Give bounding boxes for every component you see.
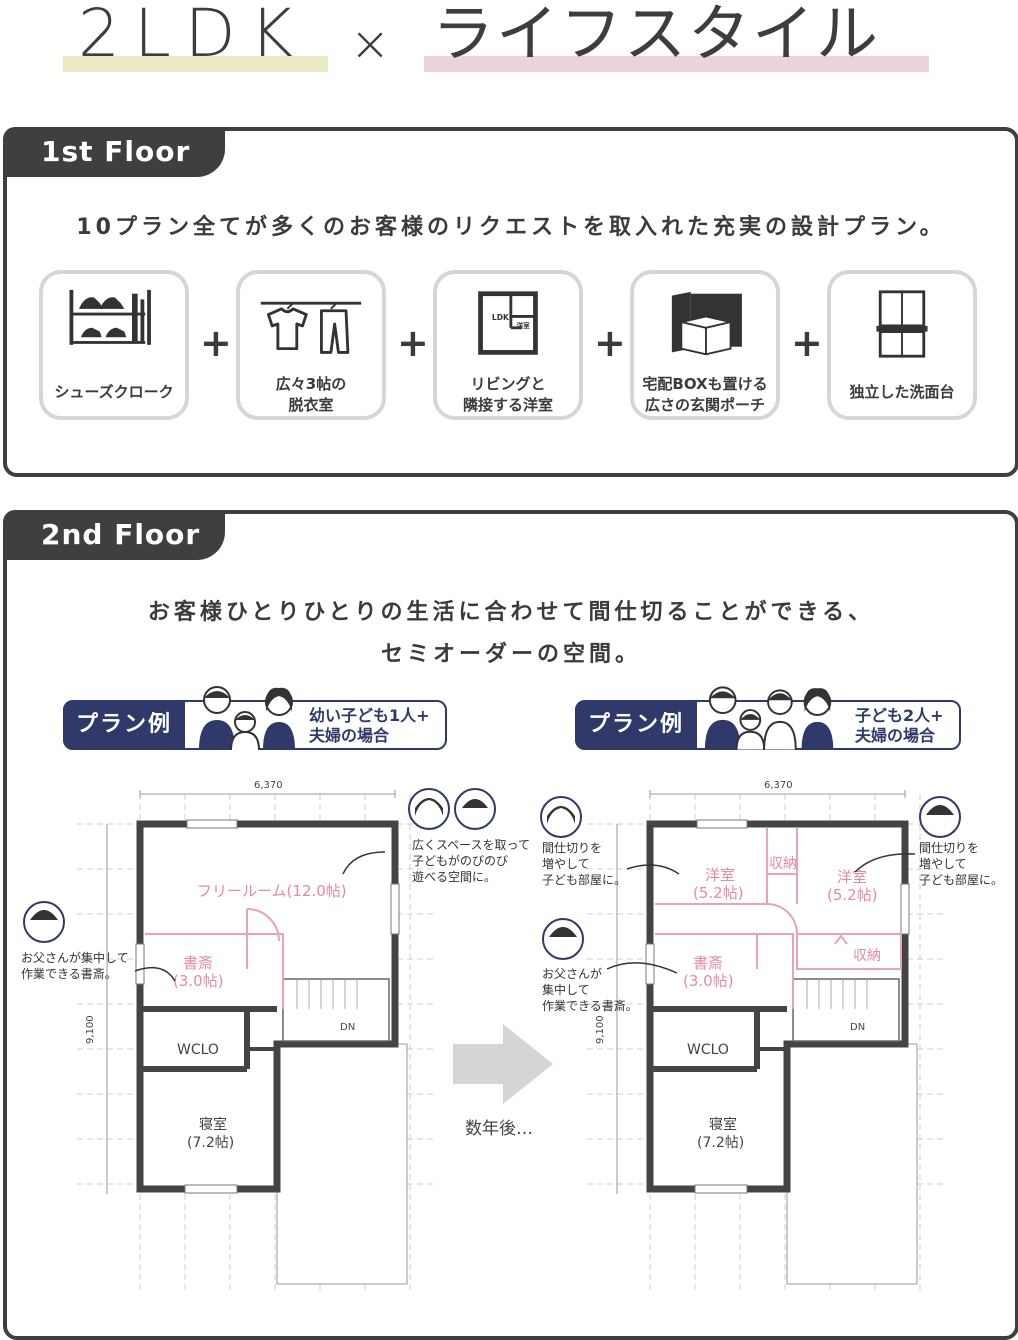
room-bed-size: (7.2帖) [697, 1135, 744, 1151]
plus-sign: + [200, 321, 232, 365]
note-father-study-right: お父さんが 集中して 作業できる書斎。 [542, 967, 638, 1013]
plan-badge-left: プラン例 幼い子ども1人+ 夫婦の場合 [63, 686, 447, 750]
plus-sign: + [791, 321, 823, 365]
room-wclo: WCLO [177, 1042, 219, 1058]
room-bed-size: (7.2帖) [187, 1135, 234, 1151]
room-western-1: 洋室 [705, 866, 735, 884]
room-study: 書斎 [183, 954, 213, 972]
room-storage-2: 収納 [853, 948, 881, 964]
floorplan-left: 6,370 9,100 DN フリールーム(12.0帖) 書斎 (3.0帖) W… [77, 780, 437, 1294]
feature-adjacent-room: LDK 洋室 リビングと 隣接する洋室 [433, 270, 583, 420]
room-free: フリールーム(12.0帖) [197, 882, 347, 900]
room-bed: 寝室 [709, 1116, 737, 1133]
title-lifestyle: ライフスタイル [432, 0, 881, 70]
room-wclo: WCLO [687, 1042, 729, 1058]
icon-text-ldk: LDK [492, 313, 510, 322]
floorplan-right: 6,370 9,100 DN 洋室 (5.2帖) 収納 洋室 (5.2帖) [587, 780, 947, 1294]
plan-caption-line2: 夫婦の場合 [309, 726, 390, 745]
note-kids-room-left: 間仕切りを 増やして 子ども部屋に。 [542, 841, 627, 887]
stairs-dn-label: DN [850, 1022, 865, 1033]
title-cross: × [350, 16, 391, 72]
vanity-icon [876, 290, 928, 358]
plan-caption-line2: 夫婦の場合 [855, 726, 936, 745]
title-highlight-left [63, 56, 328, 72]
girl-face-icon [540, 796, 582, 838]
feature-entrance-porch: 宅配BOXも置ける 広さの玄関ポーチ [630, 270, 780, 420]
feature-label: 脱衣室 [288, 396, 334, 414]
right-arrow-icon [453, 1024, 553, 1104]
family-three-icon [199, 686, 295, 750]
note-father-study: お父さんが集中して 作業できる書斎。 [21, 951, 129, 981]
feature-label: 隣接する洋室 [462, 396, 553, 414]
laundry-icon [260, 301, 362, 354]
dimension-width: 6,370 [254, 780, 283, 791]
kids-faces-icon [408, 788, 496, 830]
second-floor-tab: 2nd Floor [3, 510, 225, 560]
family-four-icon [704, 686, 834, 750]
father-face-icon [542, 918, 584, 960]
room-western-2-size: (5.2帖) [827, 886, 878, 904]
arrow-caption: 数年後… [465, 1119, 533, 1139]
first-floor-lead: 10プラン全てが多くのお客様のリクエストを取入れた充実の設計プラン。 [76, 215, 946, 240]
first-floor-tab: 1st Floor [3, 127, 225, 177]
floorplan-icon: LDK 洋室 [478, 291, 538, 355]
second-floor-lead-1: お客様ひとりひとりの生活に合わせて間仕切ることができる、 [147, 600, 875, 625]
stairs-dn-label: DN [340, 1022, 355, 1033]
title-2ldk: 2LDK [78, 0, 307, 72]
room-study: 書斎 [693, 954, 723, 972]
boy-face-icon [919, 796, 961, 838]
shoe-rack-icon [69, 289, 151, 345]
room-western-1-size: (5.2帖) [693, 884, 744, 902]
plus-sign: + [397, 321, 429, 365]
feature-dressing-room: 広々3帖の 脱衣室 [236, 270, 386, 420]
first-floor-panel: 1st Floor 10プラン全てが多くのお客様のリクエストを取入れた充実の設計… [3, 127, 1018, 477]
icon-text-western: 洋室 [517, 321, 531, 330]
feature-label: リビングと [470, 375, 546, 393]
feature-label: 広さの玄関ポーチ [644, 396, 765, 414]
room-bed: 寝室 [199, 1116, 227, 1133]
dimension-width: 6,370 [764, 780, 793, 791]
plus-sign: + [594, 321, 626, 365]
feature-vanity: 独立した洗面台 [827, 270, 977, 420]
feature-label: 広々3帖の [275, 375, 347, 393]
note-kids-room-right: 間仕切りを 増やして 子ども部屋に。 [919, 841, 1004, 887]
second-floor-panel: 2nd Floor お客様ひとりひとりの生活に合わせて間仕切ることができる、 セ… [3, 510, 1018, 1340]
plan-caption-line1: 子ども2人+ [855, 706, 944, 725]
feature-shoe-closet: シューズクローク [39, 270, 189, 420]
title-highlight-right [424, 56, 929, 72]
note-kids-space: 広くスペースを取って 子どもがのびのび 遊べる空間に。 [412, 838, 530, 884]
room-study-size: (3.0帖) [683, 972, 734, 990]
plan-example-label: プラン例 [575, 700, 697, 750]
plan-badge-right: プラン例 子ども2人+ 夫婦の場合 [575, 686, 961, 750]
plan-caption-line1: 幼い子ども1人+ [309, 706, 430, 725]
feature-label: 宅配BOXも置ける [642, 375, 768, 393]
plan-example-label: プラン例 [63, 700, 185, 750]
room-storage-1: 収納 [769, 856, 797, 872]
dimension-height: 9,100 [85, 1015, 96, 1044]
balcony-outline [276, 1043, 408, 1285]
dimension-height: 9,100 [595, 1015, 606, 1044]
second-floor-lead-2: セミオーダーの空間。 [380, 642, 641, 667]
room-western-2: 洋室 [837, 868, 867, 886]
father-face-icon [23, 901, 65, 943]
delivery-box-icon [671, 291, 742, 356]
balcony-outline [786, 1043, 918, 1285]
feature-label: 独立した洗面台 [849, 383, 955, 401]
page-header: 2LDK × ライフスタイル [0, 0, 1018, 90]
feature-label: シューズクローク [54, 383, 174, 401]
room-study-size: (3.0帖) [173, 972, 224, 990]
